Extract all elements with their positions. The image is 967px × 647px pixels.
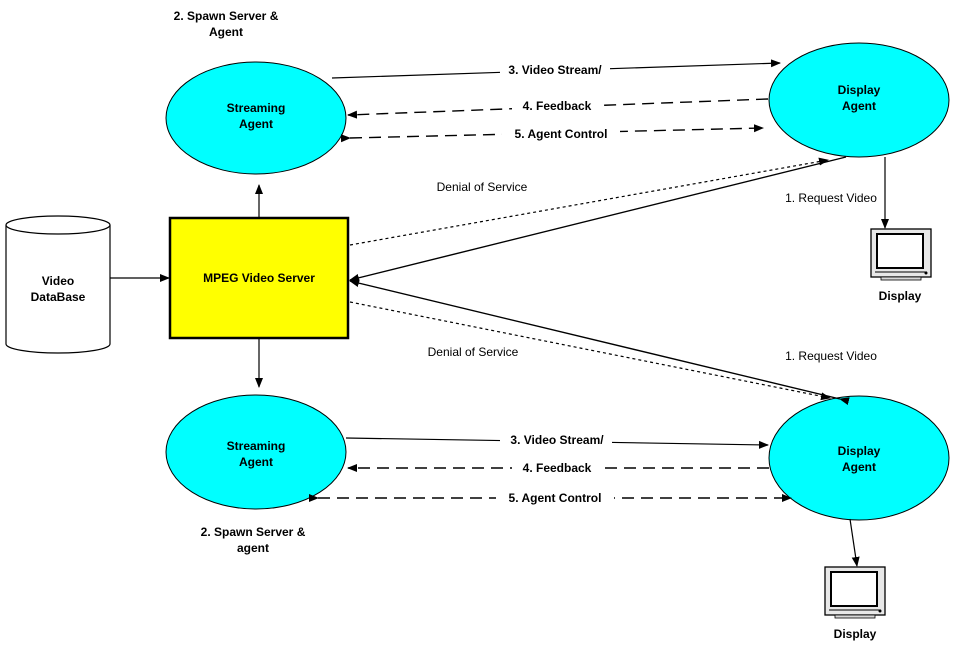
bottom-display-label: Display xyxy=(834,627,877,641)
bottom-streaming-agent: Streaming Agent xyxy=(165,394,347,510)
bottom-request-label: 1. Request Video xyxy=(785,349,877,363)
bottom-agent-to-display-arrow xyxy=(849,518,860,567)
video-database: Video DataBase xyxy=(5,215,111,354)
bottom-feedback-label: 4. Feedback xyxy=(523,461,592,475)
bottom-display-agent: Display Agent xyxy=(768,395,950,521)
database-label-line2: DataBase xyxy=(31,290,86,304)
top-agent-control-arrow xyxy=(340,124,764,143)
top-request-label: 1. Request Video xyxy=(785,191,877,205)
top-denial-label: Denial of Service xyxy=(437,180,528,194)
top-feedback-label: 4. Feedback xyxy=(523,99,592,113)
server-label: MPEG Video Server xyxy=(203,271,315,285)
top-display-agent-label-1: Display xyxy=(838,83,881,97)
bottom-video-stream-label: 3. Video Stream/ xyxy=(510,433,604,447)
top-video-stream-label: 3. Video Stream/ xyxy=(508,63,602,77)
top-agent-control-label: 5. Agent Control xyxy=(515,127,608,141)
top-display-agent-label-2: Agent xyxy=(842,99,876,113)
bottom-display-agent-label-2: Agent xyxy=(842,460,876,474)
top-spawn-label-2: Agent xyxy=(209,25,243,39)
top-streaming-agent: Streaming Agent xyxy=(165,61,347,175)
bottom-denial-label: Denial of Service xyxy=(428,345,519,359)
bottom-display-agent-label-1: Display xyxy=(838,444,881,458)
top-display-label: Display xyxy=(879,289,922,303)
bottom-denial-of-service-line xyxy=(349,301,831,401)
bottom-streaming-label-1: Streaming xyxy=(227,439,286,453)
bottom-spawn-label-2: agent xyxy=(237,541,269,555)
top-streaming-label-2: Agent xyxy=(239,117,273,131)
top-denial-of-service-line xyxy=(349,157,829,246)
bottom-display-monitor-icon xyxy=(824,566,886,619)
top-streaming-label-1: Streaming xyxy=(227,101,286,115)
bottom-agent-control-label: 5. Agent Control xyxy=(509,491,602,505)
database-label-line1: Video xyxy=(42,274,74,288)
top-display-monitor-icon xyxy=(870,228,932,281)
server-box xyxy=(168,216,350,340)
top-spawn-label-1: 2. Spawn Server & xyxy=(174,9,279,23)
bottom-spawn-label-1: 2. Spawn Server & xyxy=(201,525,306,539)
bottom-streaming-label-2: Agent xyxy=(239,455,273,469)
bottom-request-to-server-arrow xyxy=(349,279,850,405)
top-request-to-server-arrow xyxy=(349,156,847,282)
mpeg-video-server: MPEG Video Server xyxy=(168,216,350,340)
top-display-agent: Display Agent xyxy=(768,42,950,158)
